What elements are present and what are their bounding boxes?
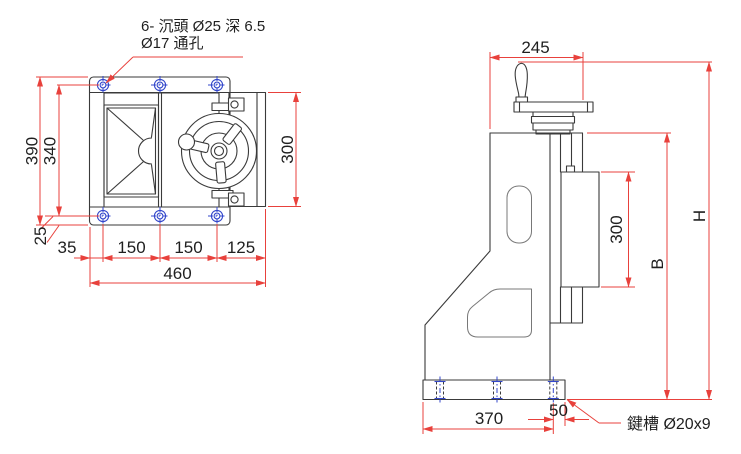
- handwheel: [177, 112, 258, 190]
- base-bolt-hole: [434, 376, 446, 403]
- dim-150-label-2: 150: [174, 238, 202, 257]
- counterbore-note-line1: 6- 沉頭 Ø25 深 6.5: [141, 18, 265, 35]
- counterbore-note-line2: Ø17 通孔: [141, 35, 204, 52]
- slide-block-tab: [565, 165, 576, 173]
- column-left-profile: [424, 132, 491, 381]
- base-bolt-holes: [434, 376, 559, 403]
- hand-slot: [506, 185, 532, 244]
- dim-35-label: 35: [58, 238, 77, 257]
- clamp-screw-bottom: [230, 195, 239, 204]
- dim-300-side-label: 300: [607, 215, 626, 243]
- casting-window: [467, 288, 532, 338]
- handle-assembly: [513, 62, 594, 135]
- front-view-dimensions: 6- 沉頭 Ø25 深 6.5 Ø17 通孔 390 340 25 35 150…: [23, 18, 301, 287]
- bolt-holes: [94, 76, 226, 225]
- dim-460-label: 460: [163, 264, 191, 283]
- bolt-hole: [151, 207, 169, 225]
- bolt-hole: [208, 207, 226, 225]
- knob-base: [515, 96, 529, 103]
- clamp-screw-top: [230, 100, 239, 109]
- dim-340-label: 340: [41, 137, 60, 165]
- base-flange: [422, 379, 566, 401]
- dim-300-front-label: 300: [278, 135, 297, 163]
- ribbed-table: [103, 104, 160, 198]
- handle-knob: [514, 62, 528, 100]
- dim-H-label: H: [690, 210, 709, 222]
- bolt-hole: [208, 76, 226, 94]
- dim-25-label: 25: [31, 227, 50, 246]
- dial-knurl-upper: [530, 115, 576, 124]
- bolt-hole: [94, 76, 112, 94]
- dial-step: [532, 111, 574, 118]
- base-bolt-hole: [491, 376, 503, 403]
- front-view: [88, 76, 267, 226]
- dim-370-label: 370: [475, 409, 503, 428]
- spoke: [215, 161, 227, 184]
- dim-390-label: 390: [23, 137, 42, 165]
- column-body: [424, 132, 584, 381]
- bolt-hole: [151, 76, 169, 94]
- side-view: [422, 62, 600, 403]
- dim-50-label: 50: [549, 401, 568, 420]
- dim-B-label: B: [648, 258, 667, 269]
- side-view-dimensions: 245 300 B H 370 50 鍵槽 Ø20x9: [422, 38, 712, 434]
- dial-knurl-lower: [532, 122, 574, 131]
- base-bolt-hole: [547, 376, 559, 403]
- handwheel-hub: [210, 142, 228, 160]
- slide-block: [560, 171, 600, 288]
- handwheel-knob: [177, 133, 196, 151]
- dial-base: [535, 129, 571, 135]
- dim-150-label-1: 150: [117, 238, 145, 257]
- handwheel-disc-edge: [513, 101, 594, 113]
- handwheel-shaft: [213, 145, 225, 157]
- center-boss-arc: [137, 137, 153, 165]
- dim-245-label: 245: [521, 38, 549, 57]
- dim-125-label: 125: [227, 238, 255, 257]
- spoke: [222, 123, 242, 145]
- keyway-note: 鍵槽 Ø20x9: [627, 415, 711, 433]
